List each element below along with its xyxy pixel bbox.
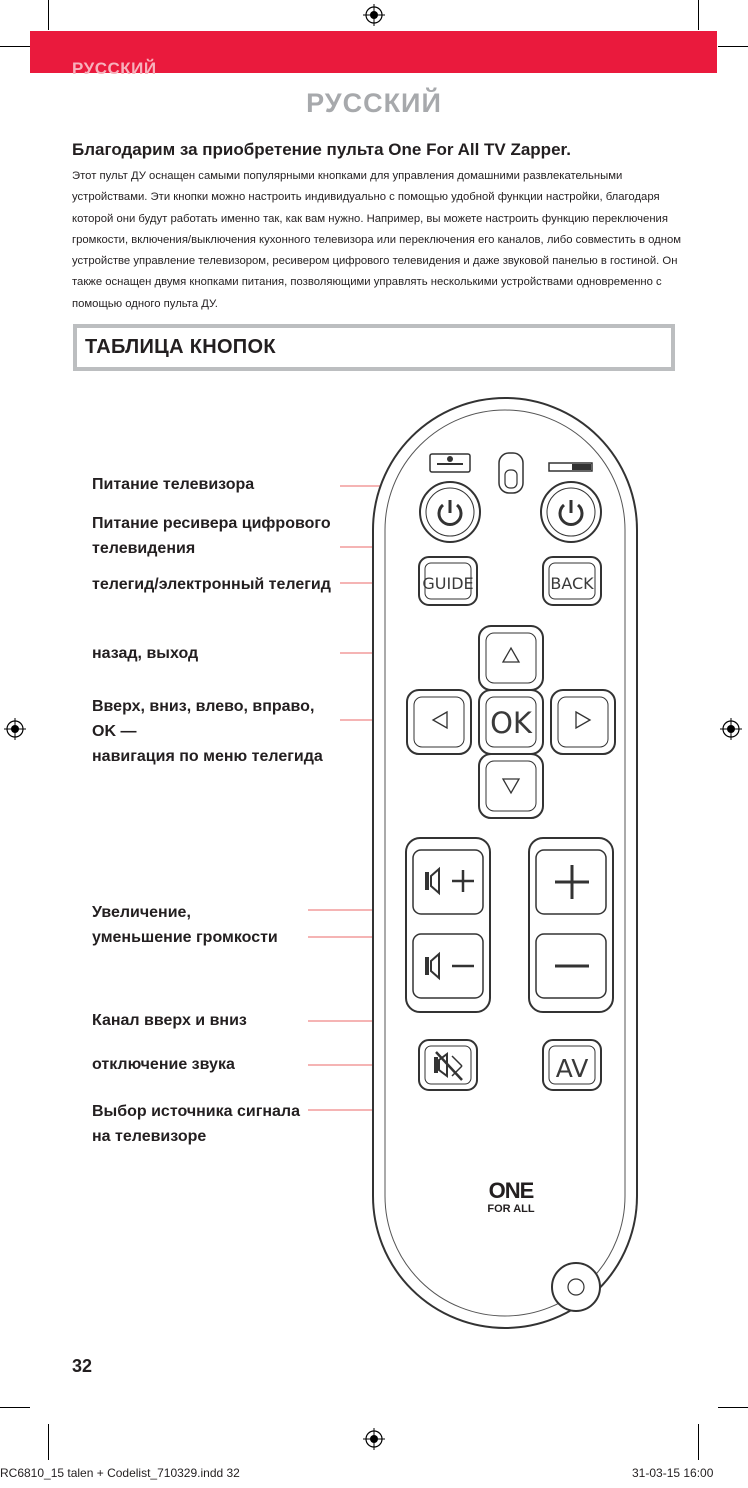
label-guide: телегид/электронный телегид: [92, 576, 331, 593]
volume-up-button: [412, 849, 484, 915]
volume-rocker: [405, 837, 491, 1013]
ok-button: OK: [478, 689, 544, 755]
crop-mark: [48, 1424, 49, 1460]
registration-mark-icon: [363, 4, 385, 26]
arrow-down-button: [478, 753, 544, 819]
brand-logo: ONE FOR ALL: [487, 1178, 535, 1215]
crop-mark: [698, 0, 699, 30]
mute-button: [418, 1039, 478, 1091]
logo-line1: ONE: [489, 1178, 534, 1203]
back-button: BACK: [542, 556, 602, 606]
av-button: AV: [542, 1039, 602, 1091]
arrow-down-icon: [501, 778, 521, 795]
ok-button-label: OK: [490, 706, 533, 740]
language-tab-label: РУССКИЙ: [72, 59, 157, 78]
section-title: ТАБЛИЦА КНОПОК: [77, 328, 671, 367]
label-mute: отключение звука: [92, 1056, 235, 1073]
av-button-label: AV: [556, 1054, 589, 1083]
volume-down-icon: [425, 951, 474, 981]
section-header: ТАБЛИЦА КНОПОК: [73, 324, 675, 371]
label-dtv-power: Питание ресивера цифрового телевидения: [92, 515, 331, 557]
arrow-up-icon: [501, 646, 521, 663]
led-indicator-icon: [498, 452, 524, 494]
intro-heading: Благодарим за приобретение пульта One Fo…: [72, 140, 571, 159]
remote-body: [372, 397, 638, 1329]
volume-down-button: [412, 933, 484, 999]
arrow-right-button: [550, 689, 616, 755]
registration-mark-icon: [4, 718, 26, 740]
arrow-left-icon: [431, 710, 448, 730]
circle-button-icon: [551, 1262, 601, 1312]
tv-indicator-icon: [429, 453, 471, 473]
label-navigation: Вверх, вниз, влево, вправо, OK — навигац…: [92, 698, 323, 765]
volume-up-icon: [425, 866, 474, 896]
language-banner: [30, 31, 717, 73]
logo-line2: FOR ALL: [487, 1203, 535, 1215]
crop-mark: [0, 46, 30, 47]
dtv-power-button: [540, 481, 602, 543]
slug-date: 31-03-15 16:00: [632, 1466, 714, 1480]
crop-mark: [0, 1407, 30, 1408]
label-back: назад, выход: [92, 645, 199, 662]
guide-button-label: GUIDE: [422, 574, 473, 593]
dtv-indicator-icon: [548, 462, 593, 472]
intro-paragraph: Этот пульт ДУ оснащен самыми популярными…: [72, 170, 681, 310]
label-channel: Канал вверх и вниз: [92, 1012, 247, 1029]
label-source: Выбор источника сигнала на телевизоре: [92, 1103, 300, 1145]
tv-power-button: [419, 481, 481, 543]
crop-mark: [718, 1407, 748, 1408]
label-tv-power: Питание телевизора: [92, 476, 255, 493]
arrow-left-button: [406, 689, 472, 755]
registration-mark-icon: [720, 718, 742, 740]
arrow-up-button: [478, 625, 544, 691]
plus-icon: [555, 865, 589, 899]
channel-rocker: [528, 837, 614, 1013]
page-number: 32: [72, 1356, 93, 1376]
registration-mark-icon: [363, 1428, 385, 1450]
arrow-right-icon: [575, 710, 592, 730]
guide-button: GUIDE: [418, 556, 478, 606]
crop-mark: [698, 1424, 699, 1460]
back-button-label: BACK: [550, 574, 594, 593]
crop-mark: [718, 46, 748, 47]
mute-icon: [434, 1051, 463, 1081]
crop-mark: [48, 0, 49, 30]
remote-inner-outline: [384, 409, 626, 1317]
slug-filename: RC6810_15 talen + Codelist_710329.indd 3…: [0, 1466, 240, 1480]
label-volume: Увеличение, уменьшение громкости: [92, 904, 278, 946]
page-title: РУССКИЙ: [306, 88, 442, 118]
